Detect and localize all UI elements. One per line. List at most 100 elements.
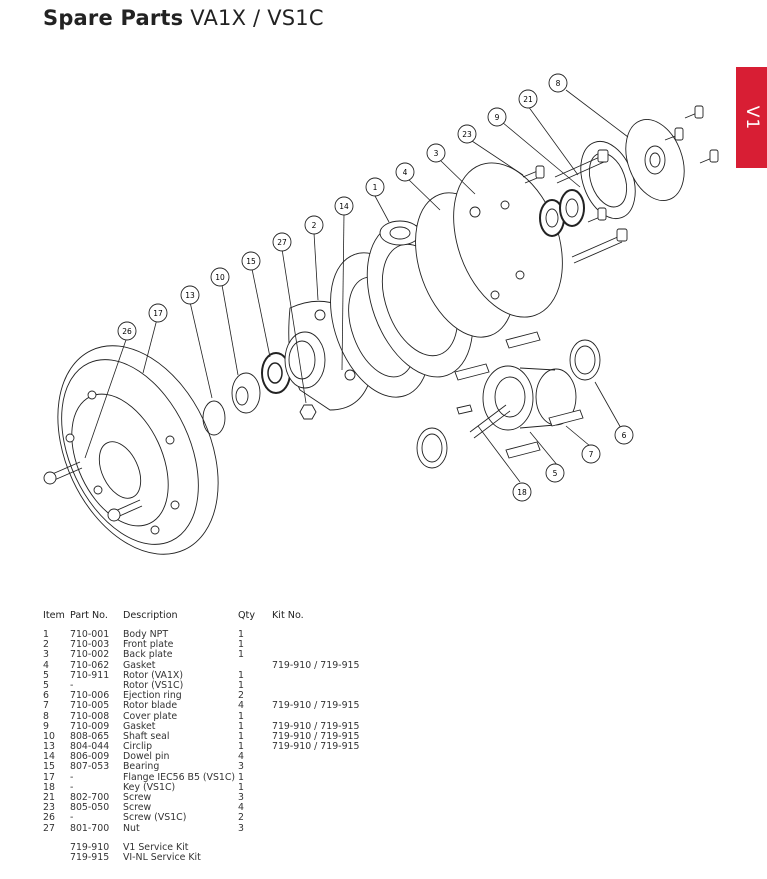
cell-description: Gasket: [123, 720, 156, 732]
cell-item: 26: [43, 812, 55, 824]
page-title: Spare Parts VA1X / VS1C: [43, 6, 324, 30]
cell-kit-no: [272, 793, 392, 803]
cell-qty: 1: [238, 771, 244, 783]
ejection-ring-part: [416, 339, 601, 469]
callout-8: 8: [548, 73, 568, 93]
cell-description: Screw (VS1C): [123, 812, 187, 824]
cell-description: Cover plate: [123, 710, 178, 722]
cell-item: 18: [43, 781, 55, 793]
cell-part-no: 710-003: [70, 639, 110, 651]
cell-part-no: 808-065: [70, 730, 110, 742]
cell-item: 6: [43, 690, 49, 702]
cell-kit-no: 719-910 / 719-915: [272, 730, 360, 742]
svg-text:3: 3: [434, 149, 439, 158]
exploded-diagram: 1 2 3 4 5 6 7 8 9 10 13 14 15 17 18 21 2…: [43, 73, 719, 555]
header-item: Item: [43, 610, 65, 621]
header-part-no: Part No.: [70, 610, 108, 621]
cell-kit-no: [272, 752, 392, 762]
gasket-9-part: [580, 141, 636, 219]
callout-7: 7: [581, 444, 601, 464]
cell-item: 17: [43, 771, 55, 783]
table-row: 26-Screw (VS1C)2: [43, 813, 392, 823]
cell-part-no: 710-006: [70, 690, 110, 702]
cell-kit-no: [272, 671, 392, 681]
svg-text:23: 23: [462, 130, 472, 139]
cell-item: 2: [43, 639, 49, 651]
svg-text:26: 26: [122, 327, 132, 336]
cell-item: 1: [43, 629, 49, 640]
header-description: Description: [123, 610, 178, 621]
cell-qty: 2: [238, 690, 244, 702]
title-model: VA1X / VS1C: [190, 6, 324, 30]
callout-13: 13: [180, 285, 200, 305]
long-screws-part: [522, 105, 719, 264]
header-kit-no: Kit No.: [272, 610, 304, 621]
cell-item: 5: [43, 669, 49, 681]
cell-qty: 1: [238, 710, 244, 722]
screw-part: [43, 461, 143, 522]
cell-item: 21: [43, 792, 55, 803]
cell-description: Shaft seal: [123, 730, 170, 742]
cell-qty: 1: [238, 781, 244, 793]
svg-text:5: 5: [553, 469, 558, 478]
table-row: 18-Key (VS1C)1: [43, 781, 392, 793]
callout-3: 3: [426, 143, 446, 163]
callout-26: 26: [117, 321, 137, 341]
cover-plate-part: [625, 119, 685, 201]
svg-text:13: 13: [185, 291, 195, 300]
cell-part-no: 802-700: [70, 792, 110, 803]
callout-10: 10: [210, 267, 230, 287]
callout-1: 1: [365, 177, 385, 197]
cell-item: 4: [43, 659, 49, 671]
svg-text:9: 9: [495, 113, 500, 122]
cell-qty: 1: [238, 730, 244, 742]
callout-4: 4: [395, 162, 415, 182]
cell-description: Nut: [123, 822, 140, 834]
section-tab: V1: [736, 67, 767, 168]
cell-description: Circlip: [123, 741, 153, 753]
cell-part-no: 805-050: [70, 802, 110, 814]
kit-description: VI-NL Service Kit: [123, 851, 201, 863]
svg-text:4: 4: [403, 168, 408, 177]
svg-text:15: 15: [246, 257, 256, 266]
cell-part-no: 801-700: [70, 822, 110, 834]
rotor-part: [469, 365, 577, 439]
cell-part-no: 710-002: [70, 649, 110, 661]
cell-qty: 1: [238, 679, 244, 691]
cell-item: 15: [43, 761, 55, 773]
cell-kit-no: [272, 762, 392, 772]
cell-kit-no: [272, 640, 392, 650]
cell-item: 8: [43, 710, 49, 722]
cell-kit-no: [272, 813, 392, 823]
table-row: 6 710-006 Ejection ring 2: [43, 690, 392, 702]
cell-qty: 1: [238, 639, 244, 651]
svg-text:17: 17: [153, 309, 163, 318]
callout-15: 15: [241, 251, 261, 271]
cell-part-no: 710-001: [70, 629, 110, 640]
table-row: 8 710-008 Cover plate 1: [43, 710, 392, 722]
cell-qty: 1: [238, 629, 244, 640]
callout-9: 9: [487, 107, 507, 127]
cell-part-no: -: [70, 771, 74, 783]
cell-description: Ejection ring: [123, 690, 182, 702]
callout-23: 23: [457, 124, 477, 144]
cell-part-no: 710-008: [70, 710, 110, 722]
callout-5: 5: [545, 463, 565, 483]
cell-kit-no: [272, 824, 392, 834]
back-bearings-part: [539, 189, 585, 237]
circlip-part: [202, 400, 226, 436]
svg-text:6: 6: [622, 431, 627, 440]
cell-kit-no: 719-910 / 719-915: [272, 700, 360, 712]
callout-27: 27: [272, 232, 292, 252]
svg-text:8: 8: [556, 79, 561, 88]
